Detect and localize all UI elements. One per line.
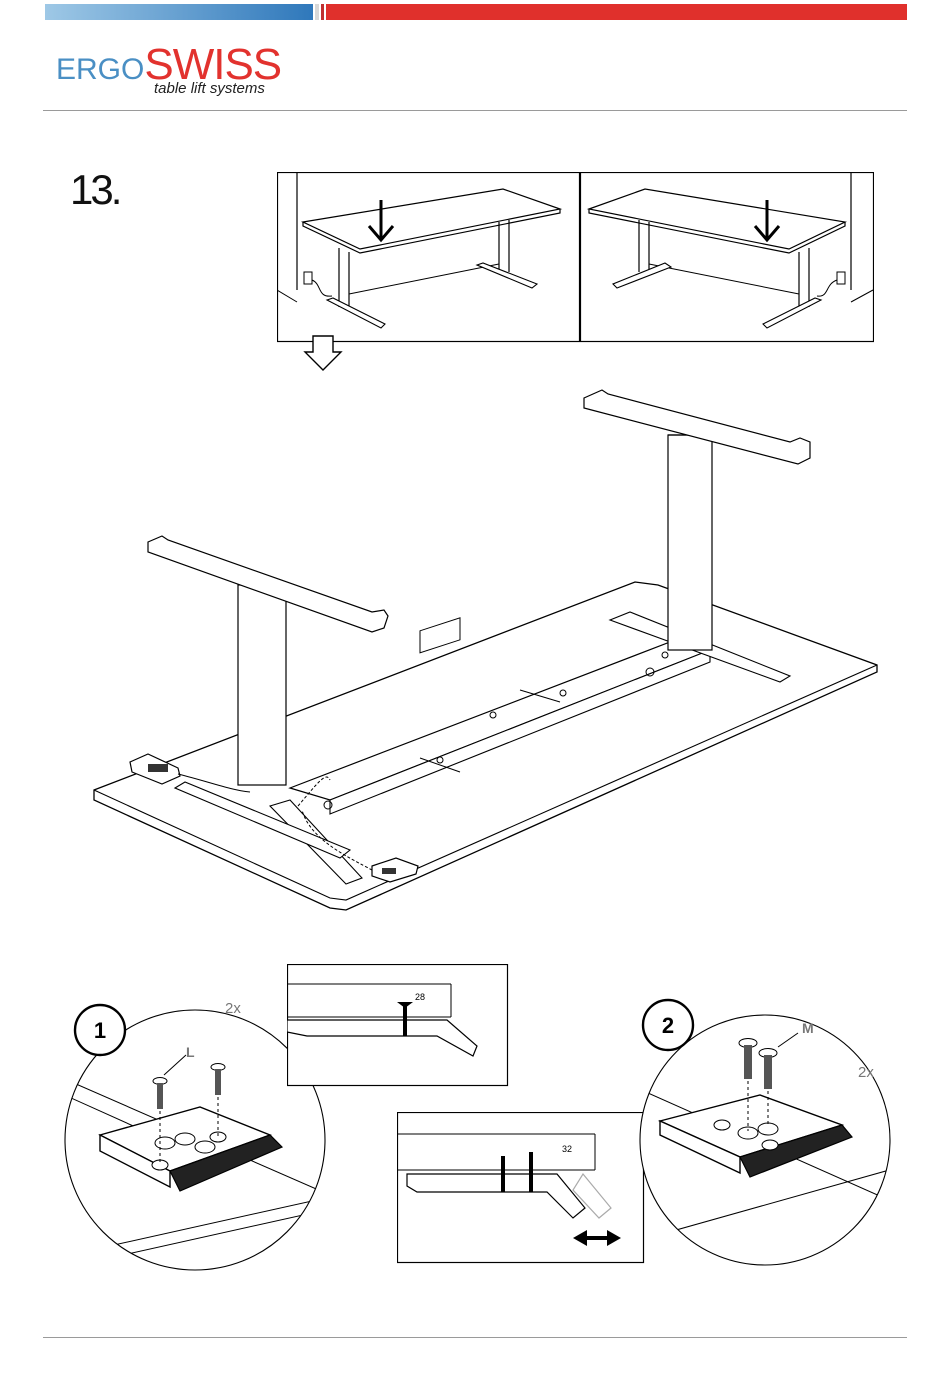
logo-tagline: table lift systems [154, 80, 265, 97]
placement-panel-left [277, 172, 580, 342]
header-divider [43, 110, 907, 111]
inset-bottom-measure: 32 [562, 1144, 572, 1154]
step-number: 13. [70, 166, 119, 214]
main-assembly-illustration [90, 380, 890, 920]
brand-logo: ERGOSWISS table lift systems [56, 40, 316, 102]
inset-top: 28 [287, 964, 509, 1087]
inset-bottom: 32 [397, 1112, 645, 1264]
header-color-bar [45, 4, 907, 20]
detail-2-badge: 2 [662, 1013, 674, 1038]
detail-2-screw-label: M [802, 1020, 814, 1036]
detail-1-badge: 1 [94, 1018, 106, 1043]
detail-1-screw-label: L [186, 1044, 195, 1060]
placement-panel-right [581, 172, 874, 342]
logo-ergo: ERGO [56, 53, 144, 86]
detail-1-quantity: 2x [225, 1000, 241, 1017]
detail-2-quantity: 2x [858, 1064, 874, 1081]
footer-divider [43, 1337, 907, 1338]
placement-panels [277, 172, 874, 372]
inset-top-measure: 28 [415, 992, 425, 1002]
detail-2: 2 M 2x [630, 995, 900, 1275]
